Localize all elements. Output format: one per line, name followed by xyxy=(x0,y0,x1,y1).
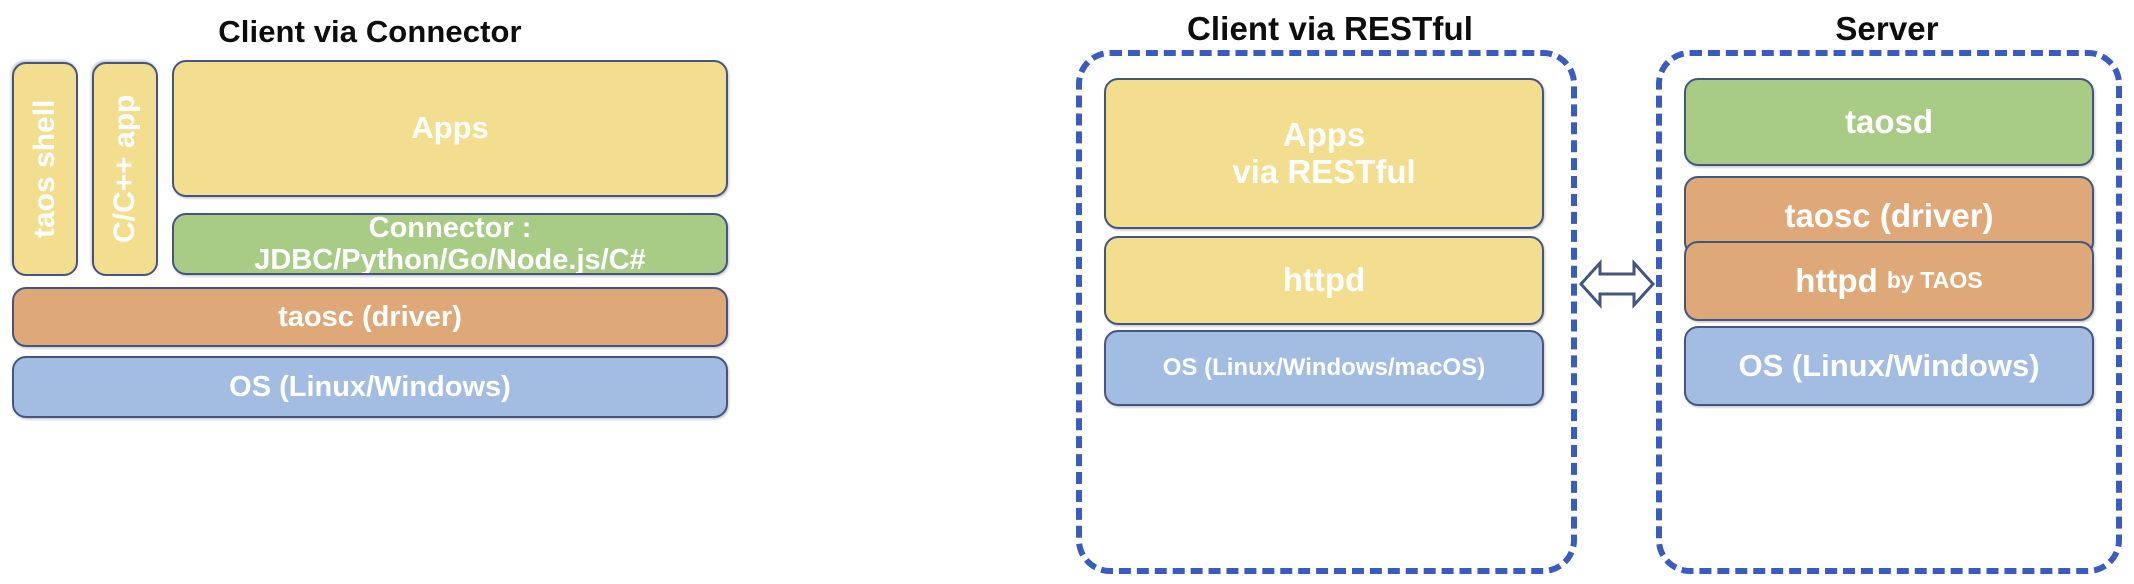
block-taos-shell: taos shell xyxy=(12,62,78,276)
panel-title-client-via-connector: Client via Connector xyxy=(218,14,522,49)
block-label-httpd-by-taos-suffix: by TAOS xyxy=(1886,267,1983,294)
block-httpd-by-taos: httpd by TAOS xyxy=(1684,241,2094,321)
block-label-os-connector: OS (Linux/Windows) xyxy=(229,370,511,403)
block-apps-via-restful: Apps via RESTful xyxy=(1104,78,1544,229)
block-label-c-cpp-app: C/C++ app xyxy=(108,94,142,244)
dashed-container-client-via-restful xyxy=(1076,50,1577,574)
block-taosd: taosd xyxy=(1684,78,2094,166)
block-c-cpp-app: C/C++ app xyxy=(92,62,158,276)
block-label-os-client-restful: OS (Linux/Windows/macOS) xyxy=(1162,353,1486,381)
block-label-taosc-driver-server: taosc (driver) xyxy=(1784,196,1994,234)
block-label-connector: Connector : JDBC/Python/Go/Node.js/C# xyxy=(254,213,646,275)
block-label-apps: Apps xyxy=(411,110,489,146)
block-os-server: OS (Linux/Windows) xyxy=(1684,326,2094,406)
block-label-taosd: taosd xyxy=(1844,102,1933,140)
double-headed-arrow-icon xyxy=(1578,248,1656,320)
block-label-apps-via-restful-line2: via RESTful xyxy=(1232,152,1416,190)
block-label-os-server: OS (Linux/Windows) xyxy=(1738,347,2040,383)
block-apps: Apps xyxy=(172,60,728,197)
dashed-container-server xyxy=(1656,50,2122,574)
block-label-taos-shell: taos shell xyxy=(28,99,62,239)
block-label-taosc-driver: taosc (driver) xyxy=(278,300,462,333)
panel-title-server: Server xyxy=(1835,10,1939,47)
block-httpd-client: httpd xyxy=(1104,236,1544,325)
block-connector: Connector : JDBC/Python/Go/Node.js/C# xyxy=(172,213,728,275)
panel-title-client-via-restful: Client via RESTful xyxy=(1186,10,1473,47)
block-os-connector: OS (Linux/Windows) xyxy=(12,356,728,418)
block-os-client-restful: OS (Linux/Windows/macOS) xyxy=(1104,330,1544,406)
block-label-apps-via-restful-line1: Apps xyxy=(1282,115,1366,153)
block-label-httpd-by-taos: httpd xyxy=(1795,261,1878,299)
block-taosc-driver: taosc (driver) xyxy=(12,287,728,347)
block-label-httpd-client: httpd xyxy=(1282,261,1366,299)
